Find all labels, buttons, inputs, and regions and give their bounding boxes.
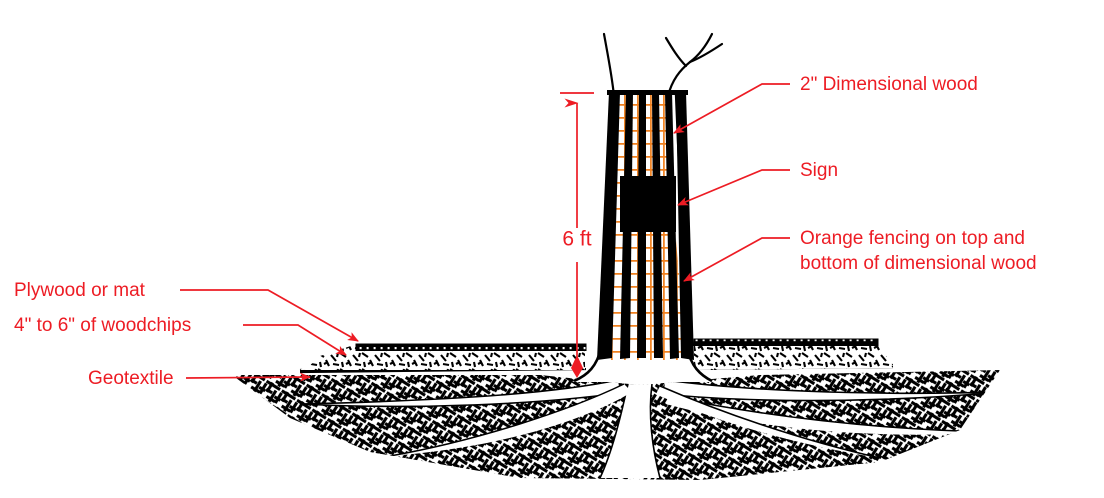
plywood-bar-right (693, 338, 879, 346)
annotation-dimensional-wood-label: 2" Dimensional wood (800, 74, 978, 95)
annotation-orange-fencing: Orange fencing on top and bottom of dime… (683, 228, 1037, 282)
annotation-woodchips: 4" to 6" of woodchips (14, 315, 347, 356)
annotation-woodchips-label: 4" to 6" of woodchips (14, 315, 191, 336)
annotation-dimensional-wood: 2" Dimensional wood (673, 74, 978, 134)
annotation-plywood: Plywood or mat (14, 280, 359, 342)
annotation-sign-label: Sign (800, 160, 838, 181)
annotation-orange-fencing-label-line1: Orange fencing on top and (800, 228, 1025, 249)
sign-panel (620, 176, 676, 232)
annotation-plywood-label: Plywood or mat (14, 280, 146, 301)
annotation-geotextile-label: Geotextile (88, 368, 174, 389)
height-dimension-label: 6 ft (562, 228, 591, 251)
tree-branches (602, 32, 724, 98)
plywood-bar-left (355, 343, 587, 351)
tree-roots (299, 379, 1000, 479)
annotation-geotextile: Geotextile (88, 368, 311, 389)
annotation-sign: Sign (677, 160, 838, 206)
annotation-orange-fencing-label-line2: bottom of dimensional wood (800, 253, 1037, 274)
height-dimension: 6 ft (560, 92, 594, 378)
